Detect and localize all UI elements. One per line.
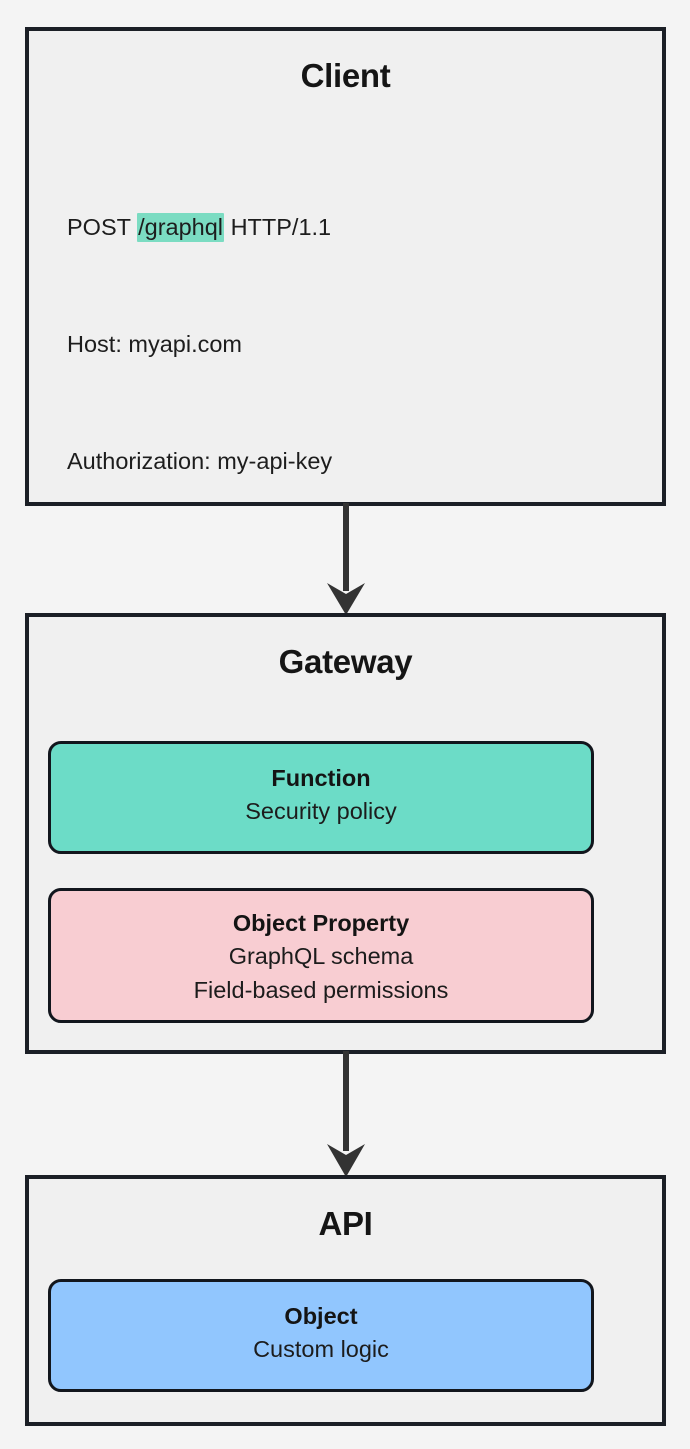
gateway-card-function-title: Function [271, 765, 371, 791]
arrow-client-to-gateway [322, 503, 370, 617]
gateway-card-function[interactable]: Function Security policy [48, 741, 594, 854]
request-protocol: HTTP/1.1 [230, 213, 332, 240]
request-auth-line: Authorization: my-api-key [67, 447, 333, 474]
request-path-highlight: /graphql [137, 212, 225, 242]
gateway-card-object-property[interactable]: Object Property GraphQL schema Field-bas… [48, 888, 594, 1023]
api-card-object[interactable]: Object Custom logic [48, 1279, 594, 1392]
client-box: Client POST /graphql HTTP/1.1 Host: myap… [25, 27, 666, 1049]
request-method: POST [67, 213, 131, 240]
api-card-object-line-1: Custom logic [253, 1336, 389, 1362]
client-box-title: Client [300, 57, 391, 94]
gateway-card-function-line-1: Security policy [245, 798, 397, 824]
arrow-gateway-to-api [322, 1051, 370, 1179]
api-card-object-title: Object [284, 1303, 358, 1329]
gateway-card-object-property-title: Object Property [232, 910, 410, 936]
request-host-line: Host: myapi.com [67, 330, 242, 357]
request-line: POST /graphql HTTP/1.1 [67, 208, 662, 247]
gateway-box-title: Gateway [278, 643, 413, 680]
gateway-card-object-property-line-2: Field-based permissions [193, 977, 449, 1003]
gateway-card-object-property-line-1: GraphQL schema [228, 943, 414, 969]
api-box-title: API [318, 1205, 373, 1242]
